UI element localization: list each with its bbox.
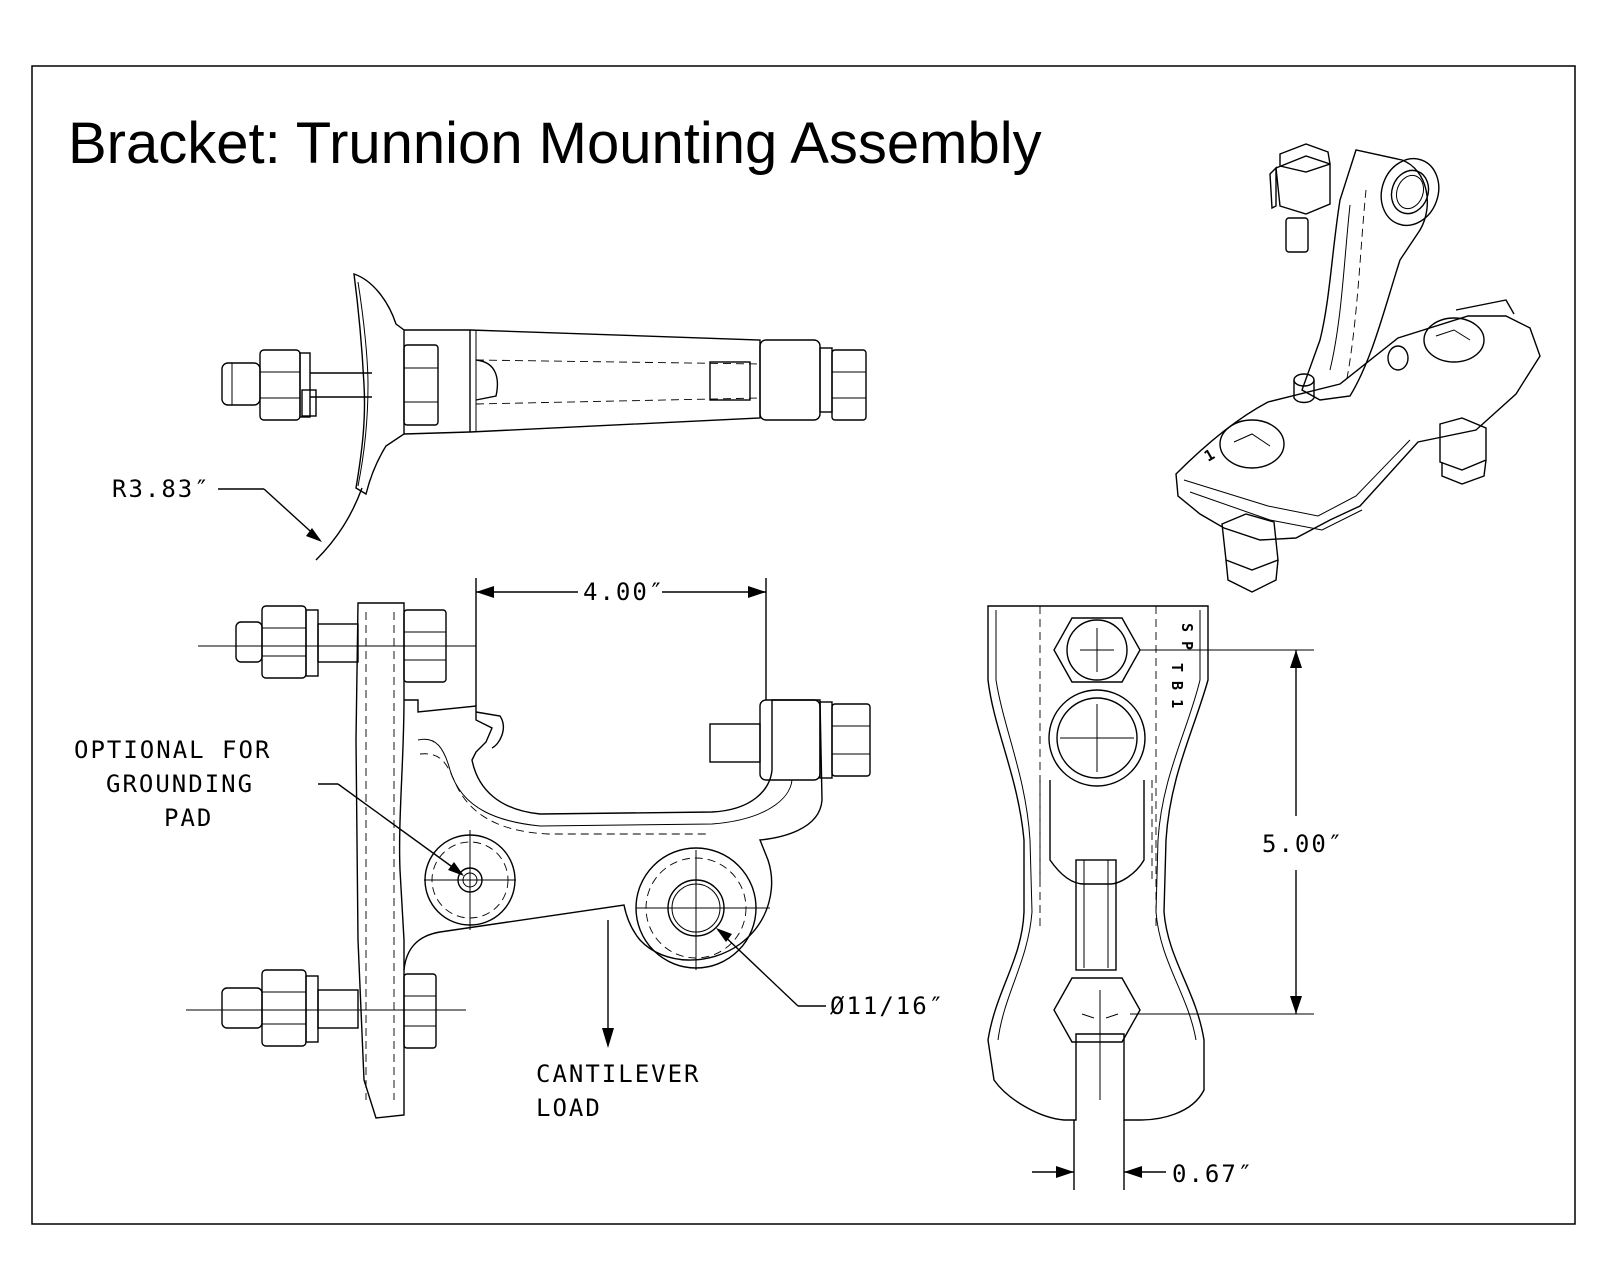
- width-label: 4.00″: [583, 578, 665, 606]
- part-mark-line2: T B 1: [1168, 663, 1186, 708]
- grounding-note: OPTIONAL FOR GROUNDING PAD: [74, 736, 464, 876]
- slot-label: 0.67″: [1172, 1160, 1254, 1188]
- height-dimension: 5.00″: [1262, 650, 1344, 1014]
- radius-dimension: R3.83″: [112, 475, 363, 561]
- radius-label: R3.83″: [112, 475, 211, 503]
- load-note-line1: CANTILEVER: [536, 1060, 701, 1088]
- top-view: [221, 272, 867, 496]
- width-dimension: 4.00″: [475, 578, 767, 706]
- slot-dimension: 0.67″: [1032, 1120, 1254, 1190]
- side-view: S P T B 1: [987, 605, 1314, 1121]
- part-mark-line1: S P: [1178, 623, 1196, 650]
- sheet-border: [31, 65, 1576, 1225]
- grounding-note-line2: GROUNDING: [106, 770, 254, 798]
- hole-label: Ø11/16″: [830, 992, 945, 1020]
- isometric-view: 1: [1175, 143, 1541, 593]
- cantilever-load: CANTILEVER LOAD: [536, 920, 701, 1122]
- drawing-title: Bracket: Trunnion Mounting Assembly: [68, 111, 1042, 176]
- height-label: 5.00″: [1262, 830, 1344, 858]
- front-view: [186, 602, 871, 1119]
- load-note-line2: LOAD: [536, 1094, 602, 1122]
- grounding-note-line3: PAD: [164, 804, 213, 832]
- hole-dimension: Ø11/16″: [716, 928, 945, 1020]
- grounding-note-line1: OPTIONAL FOR: [74, 736, 271, 764]
- svg-text:1: 1: [1201, 445, 1218, 465]
